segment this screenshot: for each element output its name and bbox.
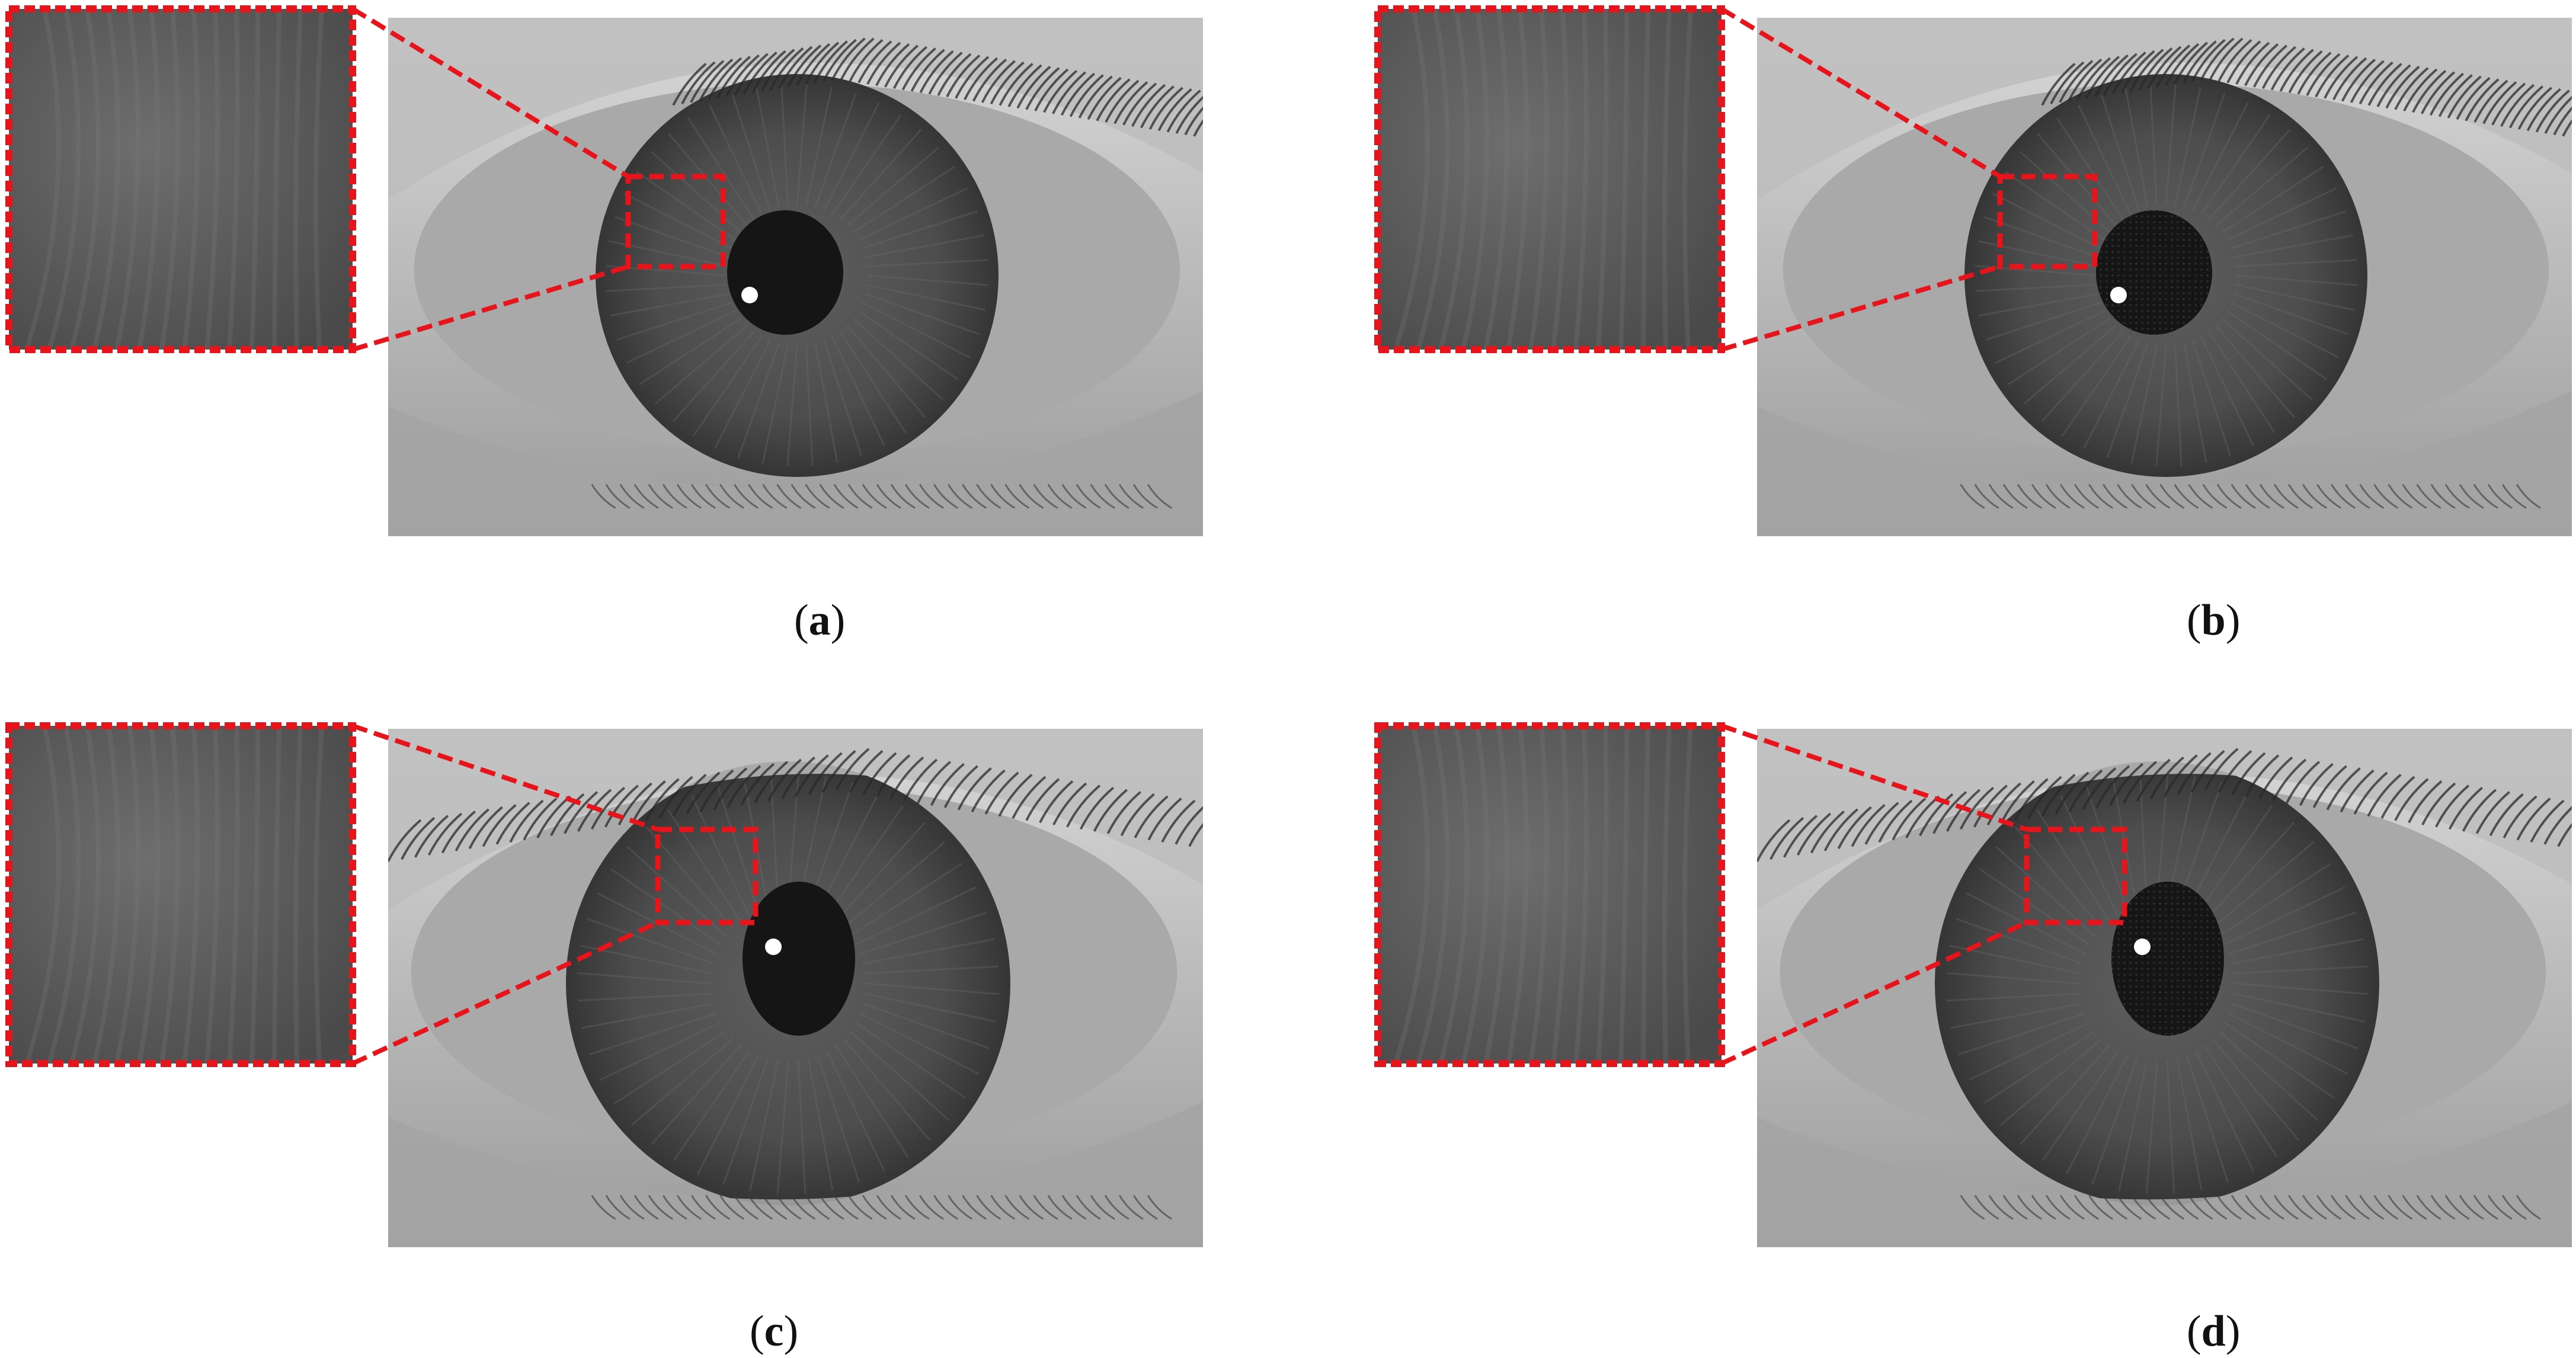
connector-top-c [351,723,659,832]
eye-photo-c [388,729,1203,1247]
lower-eyelid [388,391,1203,536]
connector-bottom-a [351,264,629,352]
connector-bottom-c [351,920,659,1066]
caption-a: (a) [794,596,846,645]
glint [2110,287,2127,303]
pupil [2096,210,2212,335]
eye-photo-d [1757,729,2572,1247]
roi-box-c [655,827,759,925]
caption-d-label: d [2201,1307,2226,1356]
eye-panel-a [5,5,1203,536]
lower-eyelid [1757,391,2572,536]
pupil [2111,882,2224,1036]
lower-eyelid [388,1102,1203,1247]
zoom-inset-border-a [5,5,356,353]
caption-c-label: c [764,1307,784,1356]
connector-top-b [1720,7,2002,179]
eye-panel-b [1374,5,2572,536]
zoom-inset-border-c [5,722,356,1067]
connector-bottom-d [1720,920,2028,1066]
eye-photo-a [388,18,1203,536]
connector-top-a [351,7,630,179]
zoom-inset-border-b [1374,5,1725,353]
zoom-inset-a [9,9,353,350]
glint [2134,939,2151,955]
glint [741,287,758,303]
eye-panel-c [5,722,1203,1247]
lower-eyelid [1757,1102,2572,1247]
eye-panel-d [1374,722,2572,1247]
zoom-inset-border-d [1374,722,1725,1067]
caption-d: (d) [2187,1307,2241,1356]
caption-b: (b) [2187,596,2241,645]
connector-bottom-b [1720,264,2001,352]
roi-box-a [625,174,726,270]
caption-c: (c) [750,1307,799,1356]
upper-eyelid [388,18,1203,200]
caption-a-label: a [808,596,831,645]
zoom-inset-d [1378,726,1721,1064]
zoom-inset-b [1378,9,1721,350]
glint [765,939,782,955]
caption-b-label: b [2201,596,2226,645]
pupil [727,210,843,335]
pupil [743,882,855,1036]
roi-box-d [2024,827,2127,925]
eye-photo-b [1757,18,2572,536]
zoom-inset-c [9,726,353,1064]
connector-top-d [1720,723,2028,832]
upper-eyelid [1757,18,2572,200]
roi-box-b [1997,174,2098,270]
